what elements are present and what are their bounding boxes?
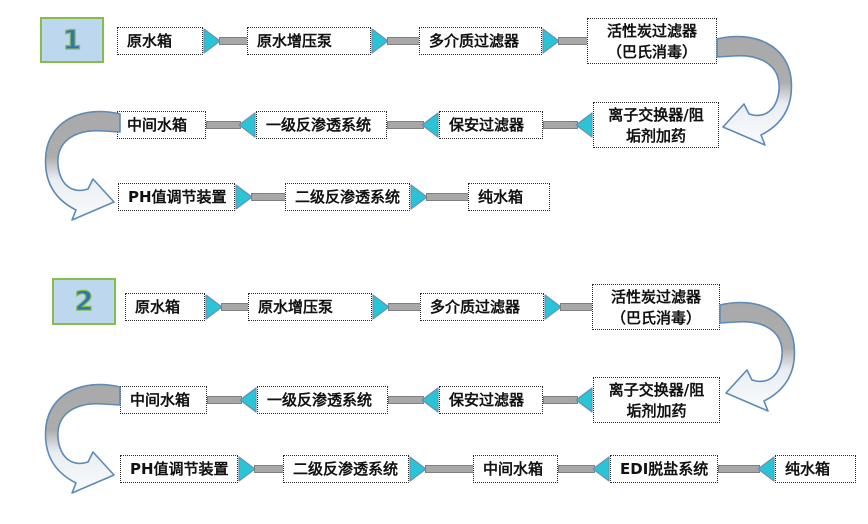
connector-line [543, 121, 578, 129]
process-box-activated-carbon-filter: 活性炭过滤器 （巴氏消毒） [587, 18, 717, 64]
process-box-pure-water-tank: 纯水箱 [775, 455, 856, 483]
label-line-1: 活性炭过滤器 [606, 22, 697, 40]
connector-line [426, 193, 471, 201]
arrow-right-icon [410, 184, 428, 210]
connector-line [387, 121, 424, 129]
connector-line [425, 465, 476, 473]
arrow-left-icon [575, 112, 593, 138]
connector-line [387, 37, 422, 45]
process-box-second-stage-ro-system: 二级反渗透系统 [285, 183, 410, 211]
flow-number: 2 [74, 285, 94, 317]
connector-line [254, 465, 286, 473]
arrow-right-icon [409, 456, 427, 482]
label-line-1: 离子交换器/阻 [608, 381, 705, 399]
arrow-left-icon [421, 387, 439, 413]
connector-line [221, 303, 251, 311]
arrow-right-icon [238, 456, 256, 482]
label-line-1: 离子交换器/阻 [608, 106, 704, 124]
process-box-first-stage-ro-system: 一级反渗透系统 [257, 386, 388, 414]
arrow-left-icon [592, 456, 610, 482]
arrow-left-icon [575, 387, 593, 413]
arrow-right-icon [371, 28, 389, 54]
curved-arrow-down-right-icon [44, 383, 121, 494]
connector-line [219, 37, 250, 45]
flow-number-badge: 1 [40, 17, 104, 63]
process-box-multimedia-filter: 多介质过滤器 [419, 27, 542, 55]
connector-line [560, 303, 595, 311]
connector-line [543, 396, 578, 404]
arrow-right-icon [203, 28, 221, 54]
connector-line [206, 121, 241, 129]
connector-line [207, 396, 242, 404]
process-box-edi-desalination-system: EDI脱盐系统 [610, 455, 718, 483]
process-box-multimedia-filter: 多介质过滤器 [420, 293, 544, 321]
arrow-left-icon [238, 112, 256, 138]
arrow-right-icon [205, 294, 223, 320]
arrow-right-icon [544, 294, 562, 320]
flow-number-badge: 2 [52, 278, 116, 325]
connector-line [251, 193, 288, 201]
process-box-security-filter: 保安过滤器 [439, 111, 543, 139]
arrow-right-icon [542, 28, 560, 54]
label-line-2: （巴氏消毒） [610, 309, 701, 327]
label-line-2: 垢剂加药 [626, 402, 687, 420]
curved-arrow-down-left-icon [716, 35, 793, 146]
arrow-left-icon [239, 387, 257, 413]
label-line-1: 活性炭过滤器 [610, 288, 701, 306]
process-box-intermediate-water-tank: 中间水箱 [473, 455, 558, 483]
connector-line [718, 465, 760, 473]
process-box-ph-adjustment-device: PH值调节装置 [118, 183, 235, 211]
process-box-ion-exchanger-antiscalant-dosing: 离子交换器/阻 垢剂加药 [593, 377, 720, 423]
process-box-raw-water-booster-pump: 原水增压泵 [248, 293, 372, 321]
process-box-activated-carbon-filter: 活性炭过滤器 （巴氏消毒） [592, 284, 720, 330]
process-box-ion-exchanger-antiscalant-dosing: 离子交换器/阻 垢剂加药 [593, 102, 719, 148]
connector-line [388, 396, 424, 404]
process-box-intermediate-water-tank: 中间水箱 [120, 386, 207, 414]
curved-arrow-down-left-icon [719, 301, 796, 412]
curved-arrow-down-right-icon [44, 110, 121, 221]
connector-line [558, 37, 590, 45]
process-box-raw-water-booster-pump: 原水增压泵 [247, 27, 371, 55]
arrow-right-icon [372, 294, 390, 320]
process-box-first-stage-ro-system: 一级反渗透系统 [256, 111, 387, 139]
process-box-security-filter: 保安过滤器 [439, 386, 543, 414]
flow-number: 1 [62, 24, 82, 56]
connector-line [558, 465, 595, 473]
connector-line [388, 303, 423, 311]
label-line-2: （巴氏消毒） [606, 43, 697, 61]
process-box-second-stage-ro-system: 二级反渗透系统 [283, 455, 409, 483]
process-box-raw-water-tank: 原水箱 [125, 293, 205, 321]
arrow-right-icon [235, 184, 253, 210]
process-box-pure-water-tank: 纯水箱 [468, 183, 550, 211]
process-box-intermediate-water-tank: 中间水箱 [117, 111, 206, 139]
arrow-left-icon [757, 456, 775, 482]
label-line-2: 垢剂加药 [625, 127, 686, 145]
process-box-ph-adjustment-device: PH值调节装置 [120, 455, 238, 483]
process-box-raw-water-tank: 原水箱 [117, 27, 203, 55]
arrow-left-icon [421, 112, 439, 138]
